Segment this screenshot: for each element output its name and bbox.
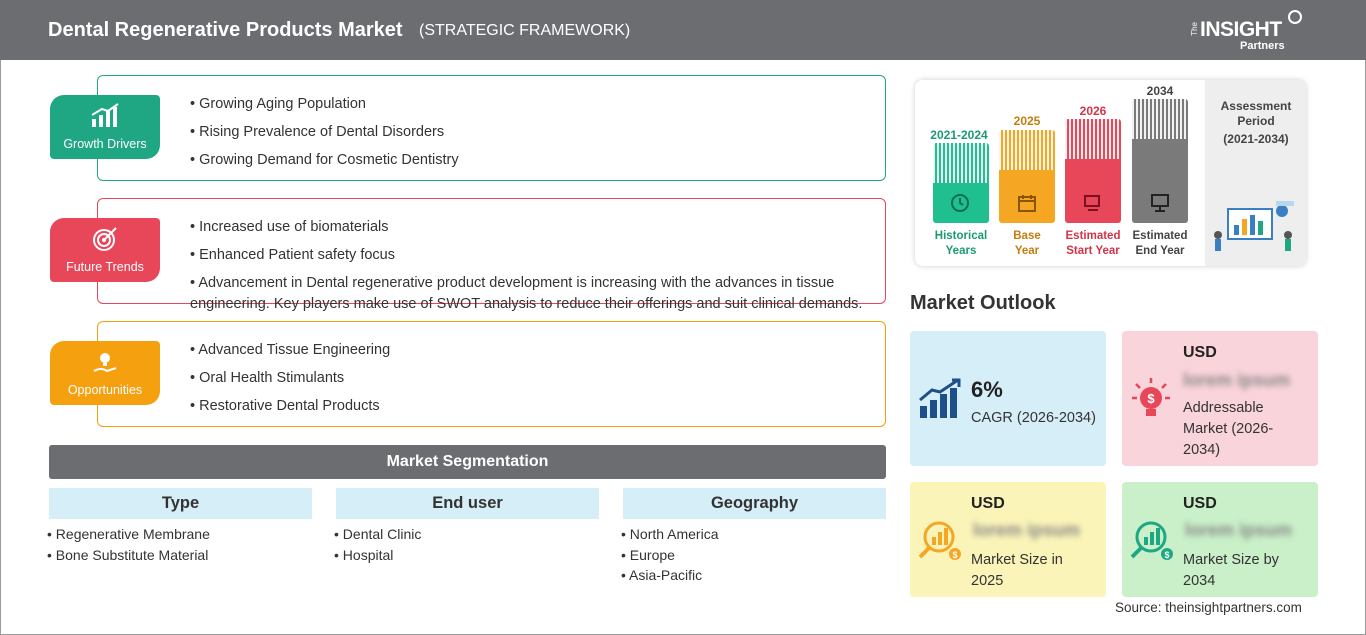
- addressable-currency: USD: [1183, 344, 1217, 361]
- lightbulb-hand-icon: [93, 353, 117, 373]
- target-icon: [93, 227, 117, 251]
- market-size-2025-card: [910, 482, 1106, 597]
- logo-the: The: [1190, 22, 1199, 36]
- insight-partners-logo[interactable]: The INSIGHT Partners: [1190, 10, 1310, 54]
- market-segmentation-header: Market Segmentation: [49, 445, 886, 479]
- assessment-period-label: Assessment Period (2021-2034): [1220, 99, 1292, 146]
- timeline-year: 2026: [1079, 104, 1107, 118]
- future-trends-label: Future Trends: [66, 260, 144, 274]
- timeline-year: 2021-2024: [930, 128, 988, 142]
- analytics-illustration-icon: [1214, 201, 1294, 251]
- opportunities-label: Opportunities: [67, 383, 143, 397]
- segment-end-user-header: End user: [336, 488, 599, 519]
- calendar-icon: [1018, 195, 1036, 212]
- page-title: Dental Regenerative Products Market: [48, 19, 403, 41]
- svg-text:$: $: [1164, 550, 1169, 560]
- size-2034-label: Market Size by 2034: [1183, 552, 1279, 589]
- header-bar: Dental Regenerative Products Market (STR…: [0, 0, 1366, 60]
- growth-item: Growing Aging Population: [190, 94, 880, 115]
- growth-drivers-badge: Growth Drivers: [50, 95, 160, 159]
- size-2034-value: lorem ipsum: [1185, 520, 1293, 540]
- addressable-label: Addressable Market (2026-2034): [1183, 400, 1274, 458]
- size-2025-value: lorem ipsum: [973, 520, 1081, 540]
- growth-drivers-label: Growth Drivers: [63, 137, 147, 151]
- history-icon: [951, 194, 969, 212]
- opportunity-item: Oral Health Stimulants: [190, 368, 880, 389]
- magnifier-chart-icon: $: [1130, 521, 1173, 560]
- size-2025-currency: USD: [971, 495, 1005, 512]
- segment-item: North America: [621, 526, 719, 542]
- segment-item: Europe: [621, 547, 675, 563]
- trend-item: Enhanced Patient safety focus: [190, 245, 880, 266]
- timeline-bar-end: [1132, 99, 1188, 223]
- opportunity-item: Advanced Tissue Engineering: [190, 340, 880, 361]
- source-link[interactable]: Source: theinsightpartners.com: [1115, 600, 1302, 615]
- timeline-bar-historical: [933, 143, 989, 223]
- segment-type-header: Type: [49, 488, 312, 519]
- cagr-label: CAGR (2026-2034): [971, 410, 1096, 426]
- timeline-year: 2025: [1013, 114, 1041, 128]
- addressable-value: lorem ipsum: [1183, 370, 1291, 390]
- magnifier-chart-icon: $: [918, 521, 961, 560]
- trend-item: Advancement in Dental regenerative produ…: [190, 273, 870, 315]
- timeline-bar-base: [999, 130, 1055, 223]
- segment-geography-header: Geography: [623, 488, 886, 519]
- growth-item: Rising Prevalence of Dental Disorders: [190, 122, 880, 143]
- opportunities-badge: Opportunities: [50, 341, 160, 405]
- page-subtitle: (STRATEGIC FRAMEWORK): [419, 22, 631, 39]
- growth-chart-icon: [91, 103, 119, 127]
- market-outlook-title: Market Outlook: [910, 292, 1056, 314]
- logo-insight: INSIGHT: [1200, 18, 1282, 41]
- svg-text:$: $: [1147, 391, 1155, 406]
- money-bulb-icon: $: [1132, 378, 1170, 416]
- growth-bars-icon: [919, 378, 961, 418]
- svg-text:$: $: [952, 550, 957, 560]
- trend-item: Increased use of biomaterials: [190, 217, 880, 238]
- logo-circle-icon: [1288, 10, 1302, 24]
- cagr-value: 6%: [971, 377, 1003, 402]
- segment-item: Hospital: [334, 547, 394, 563]
- size-2034-currency: USD: [1183, 495, 1217, 512]
- segment-item: Bone Substitute Material: [47, 547, 209, 563]
- future-trends-badge: Future Trends: [50, 218, 160, 282]
- size-2025-label: Market Size in 2025: [971, 552, 1063, 589]
- segment-item: Regenerative Membrane: [47, 526, 210, 542]
- growth-item: Growing Demand for Cosmetic Dentistry: [190, 150, 880, 171]
- timeline-year: 2034: [1146, 84, 1174, 98]
- segment-item: Asia-Pacific: [621, 567, 702, 583]
- market-size-2034-card: [1122, 482, 1318, 597]
- presentation-icon: [1151, 194, 1169, 212]
- opportunity-item: Restorative Dental Products: [190, 396, 880, 417]
- segment-item: Dental Clinic: [334, 526, 422, 542]
- logo-partners: Partners: [1240, 40, 1285, 52]
- target-flag-icon: [1084, 195, 1100, 211]
